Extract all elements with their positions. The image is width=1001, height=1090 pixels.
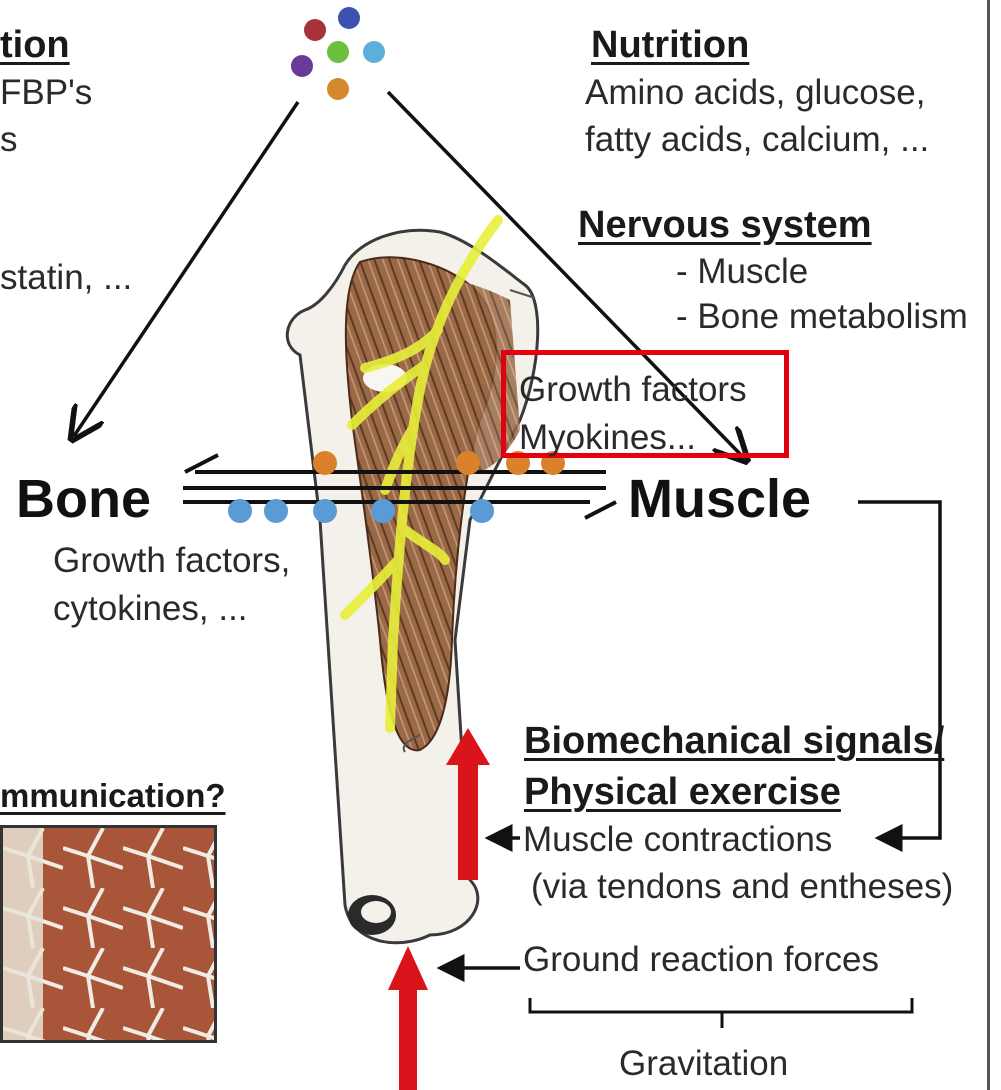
left-line2-fragment: s [0,122,18,157]
muscle-tissue-micrograph [0,825,217,1043]
left-heading-fragment: tion [0,26,70,64]
bone-cytokines: cytokines, ... [53,591,248,626]
micrograph-graphic [3,828,217,1043]
left-line3-fragment: statin, ... [0,260,132,295]
nervous-system-item-muscle: - Muscle [676,254,808,289]
nutrition-heading: Nutrition [591,26,749,64]
physical-exercise-heading: Physical exercise [524,773,841,811]
highlight-myokines: Myokines... [519,420,696,455]
tendons-entheses-label: (via tendons and entheses) [531,869,953,904]
bone-growth-factors: Growth factors, [53,543,290,578]
right-divider [987,0,990,1090]
biomechanical-heading: Biomechanical signals/ [524,722,944,760]
ground-reaction-forces-label: Ground reaction forces [523,942,879,977]
bone-label: Bone [16,472,151,526]
nutrition-line1: Amino acids, glucose, [585,75,925,110]
muscle-contractions-label: Muscle contractions [523,822,832,857]
nervous-system-heading: Nervous system [578,206,872,244]
left-line1-fragment: FBP's [0,75,92,110]
muscle-label: Muscle [628,472,811,526]
nutrition-line2: fatty acids, calcium, ... [585,122,929,157]
highlight-growth-factors: Growth factors [519,372,747,407]
leg-anatomy-illustration [287,230,537,943]
communication-heading-fragment: mmunication? [0,779,226,812]
feedback-bracket [858,502,940,838]
nervous-system-item-bone: - Bone metabolism [676,299,968,334]
gravitation-label: Gravitation [619,1046,788,1081]
nutrient-molecules-icon [291,7,385,100]
gravitation-brace [530,998,912,1028]
